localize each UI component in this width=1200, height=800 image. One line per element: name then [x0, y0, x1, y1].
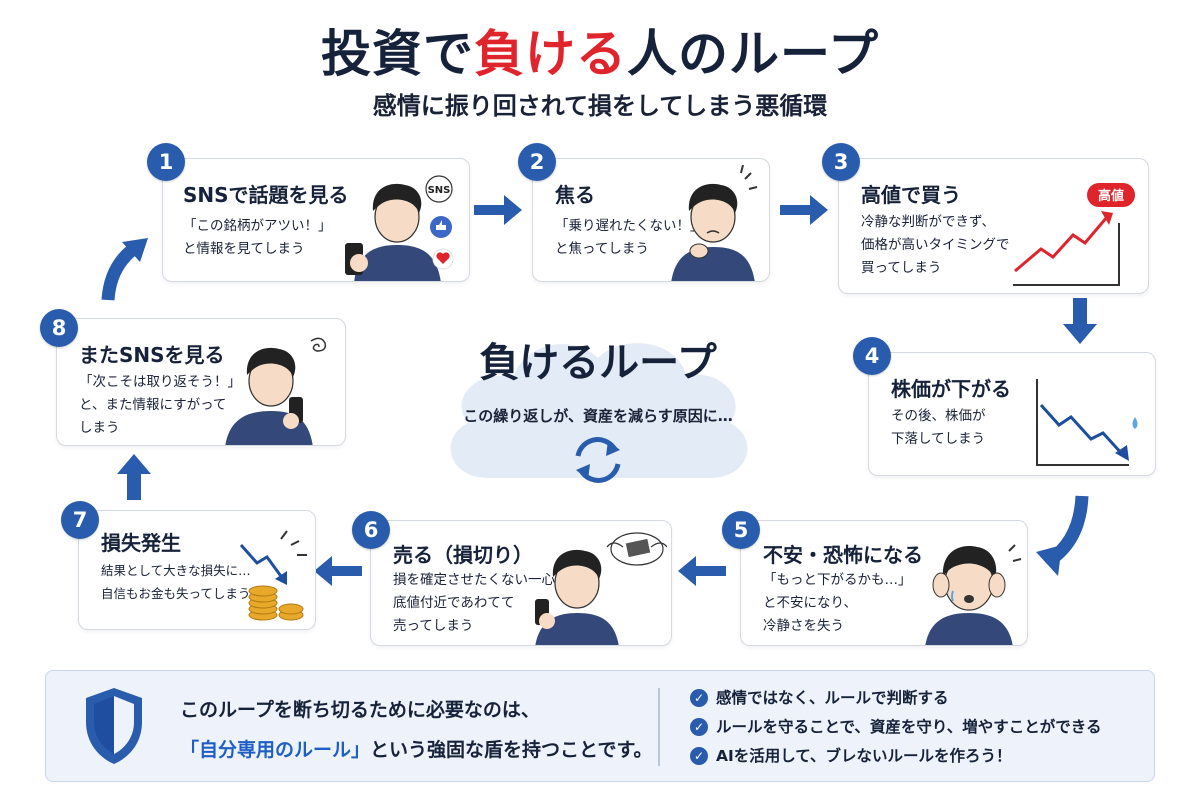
step-badge-3: 3 — [822, 143, 860, 181]
arrow-right-icon — [474, 195, 522, 225]
arrow-curve-head-icon — [1036, 545, 1062, 576]
step-card-6: 売る（損切り） 損を確定させたくない一心で、 底値付近であわてて 売ってしまう — [370, 520, 672, 646]
loss-coins-icon — [239, 530, 307, 621]
checkmark-icon: ✓ — [690, 689, 708, 707]
step-heading: 株価が下がる — [891, 377, 1011, 401]
arrow-curve-head-icon — [122, 238, 148, 262]
check-item-3: ✓ AIを活用して、ブレないルールを作ろう！ — [690, 744, 1012, 766]
worried-person-icon — [671, 165, 758, 281]
step-text: 損を確定させたくない一心で、 底値付近であわてて 売ってしまう — [393, 572, 582, 634]
rising-chart-icon: 高値 — [1013, 183, 1135, 286]
step-heading: またSNSを見る — [79, 343, 225, 367]
step-heading: 不安・恐怖になる — [763, 543, 923, 567]
step-text: その後、株価が 下落してしまう — [891, 408, 986, 447]
step-badge-8: 8 — [40, 309, 78, 347]
high-price-tag-label: 高値 — [1098, 188, 1124, 204]
step-badge-4: 4 — [853, 337, 891, 375]
step-text: 「次こそは取り返そう！」 と、また情報にすがって しまう — [79, 374, 241, 436]
check-text: ルールを守ることで、資産を守り、増やすことができる — [716, 718, 1102, 736]
page-subtitle: 感情に振り回されて損をしてしまう悪循環 — [372, 92, 828, 120]
step-card-1: SNSで話題を見る 「この銘柄がアツい！」 と情報を見てしまう SNS — [162, 158, 470, 282]
person-phone-icon: SNS — [345, 175, 454, 281]
scared-person-icon — [925, 544, 1022, 645]
person-phone-swirl-icon — [225, 337, 327, 445]
step-heading: SNSで話題を見る — [183, 183, 349, 207]
step-text: 「もっと下がるかも…」 と不安になり、 冷静さを失う — [763, 572, 912, 634]
step-text: 「この銘柄がアツい！」 と情報を見てしまう — [183, 218, 332, 257]
step-badge-2: 2 — [518, 143, 556, 181]
title-part1: 投資で — [321, 25, 474, 83]
shield-icon — [86, 688, 142, 764]
arrow-left-icon — [314, 556, 362, 586]
step-badge-5: 5 — [722, 511, 760, 549]
arrow-curve-icon — [101, 244, 137, 301]
arrow-left-icon — [678, 556, 726, 586]
center-subtitle: この繰り返しが、資産を減らす原因に… — [463, 407, 733, 425]
step-badge-1: 1 — [147, 143, 185, 181]
refresh-icon — [575, 437, 621, 483]
check-item-2: ✓ ルールを守ることで、資産を守り、増やすことができる — [690, 715, 1102, 737]
title-part3: 人のループ — [627, 25, 879, 83]
step-text: 冷静な判断ができず、 価格が高いタイミングで 買ってしまう — [861, 214, 1010, 276]
bottom-banner — [45, 670, 1155, 782]
step-heading: 売る（損切り） — [393, 543, 533, 567]
banner-line1: このループを断ち切るために必要なのは、 — [180, 699, 540, 721]
sns-bubble-label: SNS — [428, 185, 451, 196]
step-card-2: 焦る 「乗り遅れたくない！」 と焦ってしまう — [532, 158, 770, 282]
step-badge-6: 6 — [352, 511, 390, 549]
banner-line2-rest: という強固な盾を持つことです。 — [370, 739, 653, 761]
falling-chart-icon — [1036, 379, 1138, 466]
step-text: 結果として大きな損失に… 自信もお金も失ってしまう — [101, 563, 251, 601]
arrow-up-icon — [117, 454, 151, 500]
checkmark-icon: ✓ — [690, 718, 708, 736]
title-part2-highlight: 負ける — [474, 25, 627, 83]
step-card-8: またSNSを見る 「次こそは取り返そう！」 と、また情報にすがって しまう — [56, 318, 346, 446]
checkmark-icon: ✓ — [690, 747, 708, 765]
check-text: 感情ではなく、ルールで判断する — [716, 689, 949, 707]
page-title: 投資で負ける人のループ — [0, 14, 1200, 86]
step-heading: 損失発生 — [101, 531, 181, 555]
step-card-3: 高値で買う 冷静な判断ができず、 価格が高いタイミングで 買ってしまう 高値 — [838, 158, 1149, 294]
step-text: 「乗り遅れたくない！」 と焦ってしまう — [555, 218, 704, 257]
arrow-down-icon — [1063, 298, 1097, 344]
step-card-4: 株価が下がる その後、株価が 下落してしまう — [868, 352, 1156, 476]
step-card-7: 損失発生 結果として大きな損失に… 自信もお金も失ってしまう — [78, 510, 316, 630]
step-badge-7: 7 — [61, 501, 99, 539]
check-item-1: ✓ 感情ではなく、ルールで判断する — [690, 686, 949, 708]
banner-line2: 「自分専用のルール」という強固な盾を持つことです。 — [180, 735, 653, 762]
sad-person-phone-icon — [535, 532, 667, 645]
check-text: AIを活用して、ブレないルールを作ろう！ — [716, 747, 1012, 765]
center-cloud — [450, 343, 748, 483]
banner-highlight: 「自分専用のルール」 — [180, 739, 371, 761]
step-card-5: 不安・恐怖になる 「もっと下がるかも…」 と不安になり、 冷静さを失う — [740, 520, 1028, 646]
arrow-right-icon — [780, 195, 828, 225]
step-heading: 焦る — [555, 183, 595, 207]
center-title: 負けるループ — [479, 340, 717, 386]
banner-divider — [658, 688, 660, 766]
step-heading: 高値で買う — [861, 183, 961, 207]
